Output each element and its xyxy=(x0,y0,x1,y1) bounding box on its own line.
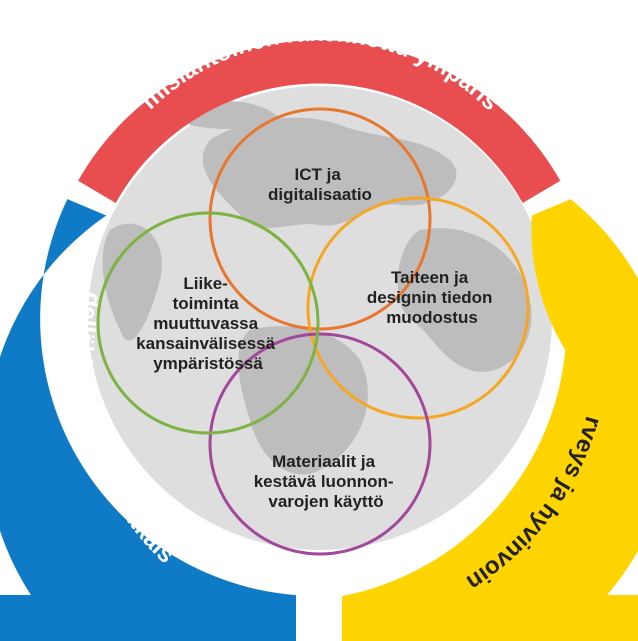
topic-label-ict: ICT ja digitalisaatio xyxy=(268,165,372,204)
landmass-africa xyxy=(238,326,368,475)
ring-segment-health-wellbeing xyxy=(342,199,638,641)
topic-circle-art-design xyxy=(306,196,530,420)
landmass-asia xyxy=(397,228,532,372)
ring-segment-built-environment xyxy=(78,40,561,203)
topic-circle-ict xyxy=(208,107,432,331)
topic-label-materials: Materiaalit ja kestävä luonnon- varojen … xyxy=(254,452,399,511)
ring-segment-energy-solutions xyxy=(0,199,296,641)
topic-circle-materials xyxy=(208,332,432,556)
topic-circle-business xyxy=(96,211,320,435)
topic-label-business: Liike- toiminta muuttuvassa kansainvälis… xyxy=(136,274,280,373)
topic-label-art-design: Taiteen ja designin tiedon muodostus xyxy=(367,268,497,327)
landmass-americas xyxy=(102,223,162,341)
